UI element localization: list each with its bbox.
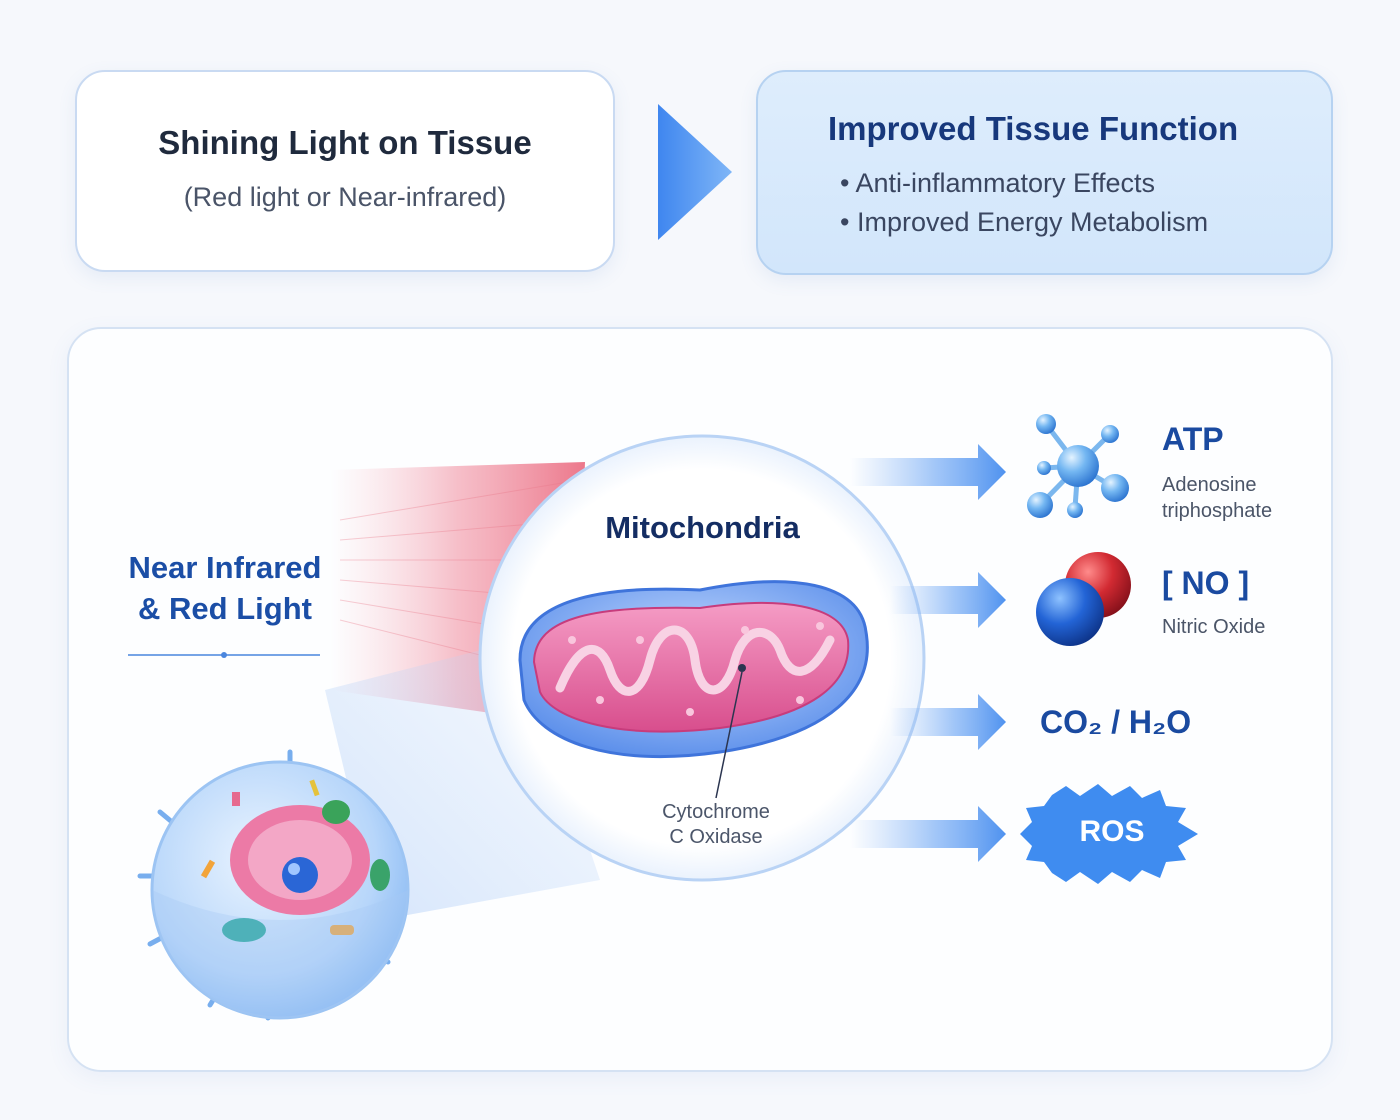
cytochrome-label: Cytochrome C Oxidase <box>620 800 812 850</box>
outcome-bullet: • Anti-inflammatory Effects <box>840 168 1156 198</box>
atp-title: ATP <box>1162 421 1224 457</box>
stimulus-subtitle: (Red light or Near-infrared) <box>183 182 507 212</box>
mitochondria-title: Mitochondria <box>605 510 800 545</box>
flow-arrow-icon <box>850 806 1006 862</box>
outcome-title: Improved Tissue Function <box>828 110 1239 147</box>
ros-label: ROS <box>1079 815 1145 848</box>
outcome-box: Improved Tissue Function • Anti-inflamma… <box>756 70 1333 275</box>
cytochrome-label-line: C Oxidase <box>669 826 763 848</box>
co2-h2o-title: CO₂ / H₂O <box>1040 704 1192 740</box>
atp-subtitle: Adenosine triphosphate <box>1162 472 1272 524</box>
ros-burst-icon <box>1020 784 1198 884</box>
stimulus-title: Shining Light on Tissue <box>158 124 532 161</box>
light-label-line: & Red Light <box>138 591 312 626</box>
stimulus-box: Shining Light on Tissue (Red light or Ne… <box>75 70 615 272</box>
no-title: [ NO ] <box>1162 565 1250 601</box>
atp-subtitle-line: Adenosine <box>1162 474 1257 496</box>
atp-subtitle-line: triphosphate <box>1162 500 1273 522</box>
no-molecule-icon <box>1036 552 1131 646</box>
flow-arrow-icon <box>658 104 732 240</box>
flow-arrow-icon <box>850 444 1006 500</box>
flow-arrow-icon <box>890 572 1006 628</box>
flow-arrow-icon <box>890 694 1006 750</box>
cytochrome-label-line: Cytochrome <box>662 801 770 823</box>
mitochondria-icon <box>518 580 869 799</box>
outcome-bullet: • Improved Energy Metabolism <box>840 207 1209 237</box>
no-subtitle: Nitric Oxide <box>1162 616 1266 638</box>
cell-icon <box>137 749 410 1021</box>
label-underline-dot <box>221 652 227 658</box>
light-label: Near Infrared & Red Light <box>110 547 340 629</box>
output-arrows <box>850 444 1006 862</box>
atp-molecule-icon <box>1027 414 1129 518</box>
light-label-line: Near Infrared <box>128 550 322 585</box>
